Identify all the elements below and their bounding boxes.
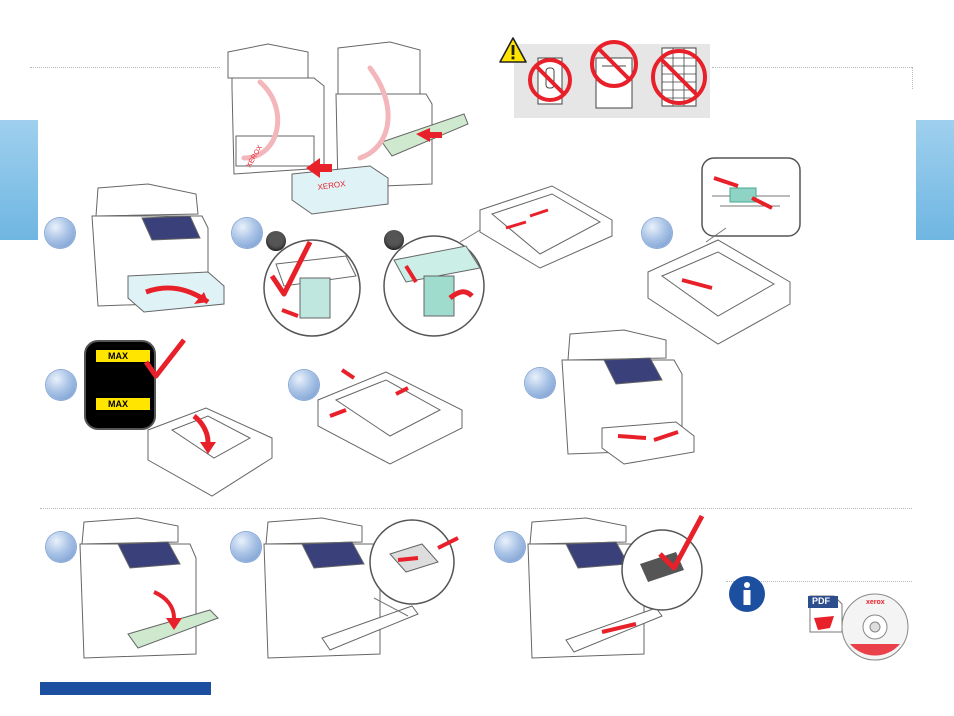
step-1-open-tray-illustration [68,180,228,320]
top-divider [30,67,220,68]
step-6-insert-tray-illustration [554,328,700,472]
left-side-tab [0,120,38,240]
step-circle-7 [46,532,76,562]
middle-divider [40,508,912,509]
info-icon [728,575,766,613]
max-label-upper-text: MAX [108,350,128,362]
check-mark-icon [142,336,188,380]
right-side-tab [916,120,954,240]
prohibited-envelope-icon [586,38,642,112]
prohibited-transparency-icon [524,50,576,112]
top-divider-tick [912,67,913,89]
step-circle-8 [231,532,261,562]
step-circle-4 [46,370,76,400]
step-7-open-bypass-tray-illustration [78,514,228,664]
step-2b-guide-slide-zoom [380,232,492,340]
step-9-load-bypass-paper-illustration [526,512,726,664]
step-circle-9 [495,532,525,562]
step-circle-5 [289,370,319,400]
page-footer-bar [40,682,211,695]
max-label-lower-text: MAX [108,398,128,410]
pdf-icon-label: PDF [812,596,830,606]
cd-brand-label: xerox [866,599,885,606]
step-3-length-guide-zoom [700,156,804,240]
step-2-tray-guides-illustration [478,180,618,276]
step-2a-guide-release-zoom [258,236,370,340]
step-circle-6 [525,368,555,398]
step-5-adjust-guides-illustration [316,366,466,466]
step-4-load-paper-illustration [146,400,276,500]
top-divider-right [712,67,912,68]
printer-feed-path-illustration: XEROX XEROX [220,38,470,218]
step-8-extend-bypass-illustration [262,514,472,664]
prohibited-label-sheet-icon [648,42,708,112]
